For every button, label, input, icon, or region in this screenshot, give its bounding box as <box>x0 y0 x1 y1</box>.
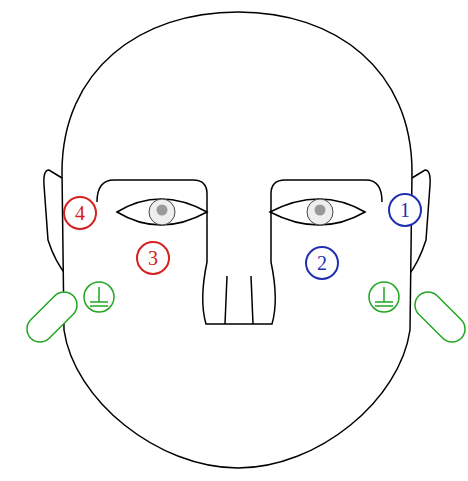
electrode-number: 3 <box>148 248 158 268</box>
electrode-circle: 3 <box>136 241 170 275</box>
electrode-number: 1 <box>400 200 410 220</box>
electrode-circle: 2 <box>305 246 339 280</box>
electrode-circle: 4 <box>63 196 97 230</box>
electrode-circle: 1 <box>388 193 422 227</box>
electrode-number: 4 <box>75 203 85 223</box>
electrode-number: 2 <box>317 253 327 273</box>
